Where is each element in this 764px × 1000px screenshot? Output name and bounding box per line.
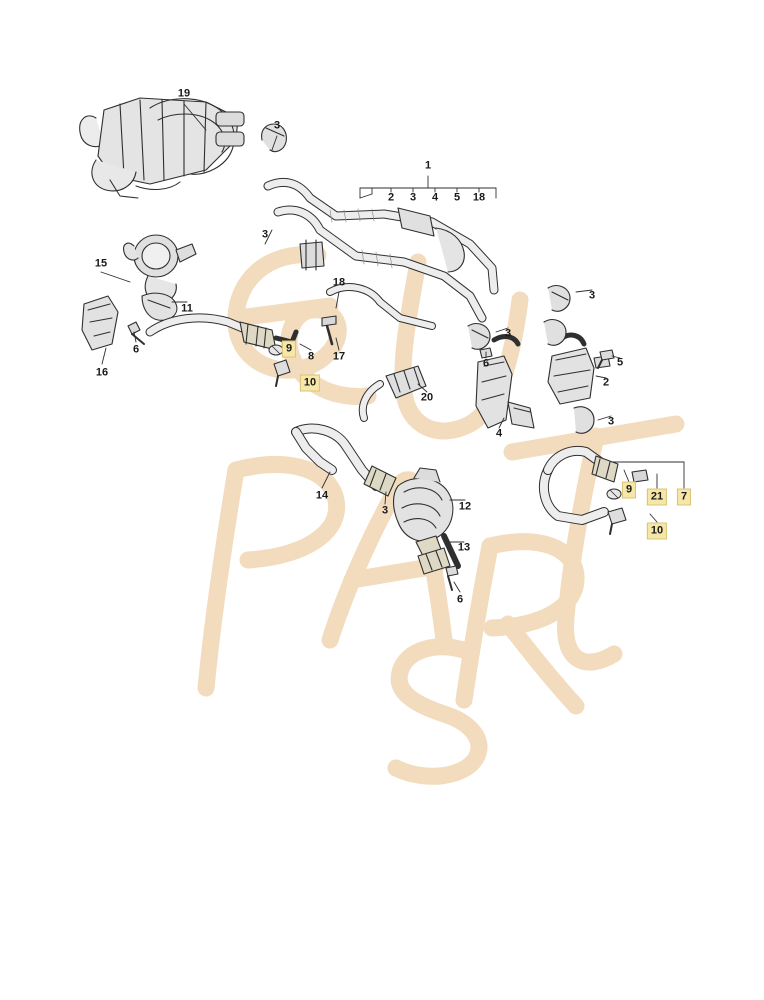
part-callout-5: 5 xyxy=(453,191,461,204)
part-11-bracket xyxy=(141,292,178,321)
part-callout-3: 3 xyxy=(588,289,596,302)
part-callout-3: 3 xyxy=(261,228,269,241)
part-callout-20: 20 xyxy=(420,391,434,404)
part-6-bolt-a xyxy=(127,321,145,345)
part-callout-13: 13 xyxy=(457,541,471,554)
part-16-bracket xyxy=(81,295,119,351)
part-callout-10: 10 xyxy=(299,374,321,392)
part-callout-6: 6 xyxy=(482,357,490,370)
part-5-fastener xyxy=(597,349,615,369)
part-callout-2: 2 xyxy=(602,376,610,389)
part-17-hose-left xyxy=(145,313,337,387)
part-callout-8: 8 xyxy=(307,350,315,363)
part-callout-3: 3 xyxy=(381,504,389,517)
part-2-valve xyxy=(547,332,611,434)
part-20-connector xyxy=(358,365,427,422)
part-callout-2: 2 xyxy=(387,191,395,204)
part-callout-9: 9 xyxy=(621,481,637,499)
part-callout-10: 10 xyxy=(646,522,668,540)
part-callout-1: 1 xyxy=(424,159,432,172)
part-10-sensor-right xyxy=(607,507,627,535)
part-3-clamp-b xyxy=(547,285,571,312)
part-callout-14: 14 xyxy=(315,489,329,502)
part-4-bracket xyxy=(475,334,535,429)
part-callout-18: 18 xyxy=(332,276,346,289)
part-callout-12: 12 xyxy=(458,500,472,513)
part-callout-15: 15 xyxy=(94,257,108,270)
part-3-clamp-d xyxy=(543,319,567,346)
part-callout-6: 6 xyxy=(456,593,464,606)
part-3-clamp-a xyxy=(261,123,287,153)
part-13-pipe xyxy=(417,533,461,591)
part-callout-21: 21 xyxy=(646,488,668,506)
part-callout-19: 19 xyxy=(177,87,191,100)
part-14-hose xyxy=(291,423,397,497)
part-callout-3: 3 xyxy=(409,191,417,204)
part-callout-18: 18 xyxy=(472,191,486,204)
part-callout-9: 9 xyxy=(281,340,297,358)
part-3-clamp-c xyxy=(467,323,491,350)
part-10-sensor xyxy=(273,359,291,387)
part-callout-3: 3 xyxy=(273,119,281,132)
part-callout-17: 17 xyxy=(332,350,346,363)
part-15-pump xyxy=(123,234,197,311)
part-callout-3: 3 xyxy=(504,327,512,340)
part-callout-7: 7 xyxy=(676,488,692,506)
part-6-bolt-b xyxy=(445,565,459,591)
part-19-assembly xyxy=(79,97,245,199)
part-1-main-hose-assembly xyxy=(263,178,499,330)
part-callout-5: 5 xyxy=(616,356,624,369)
part-7-hose-right xyxy=(538,446,649,535)
part-callout-4: 4 xyxy=(495,427,503,440)
part-callout-3: 3 xyxy=(607,415,615,428)
part-callout-16: 16 xyxy=(95,366,109,379)
part-callout-11: 11 xyxy=(181,302,193,315)
part-3-clamp-right xyxy=(573,406,595,434)
part-callout-4: 4 xyxy=(431,191,439,204)
part-callout-6: 6 xyxy=(132,343,140,356)
